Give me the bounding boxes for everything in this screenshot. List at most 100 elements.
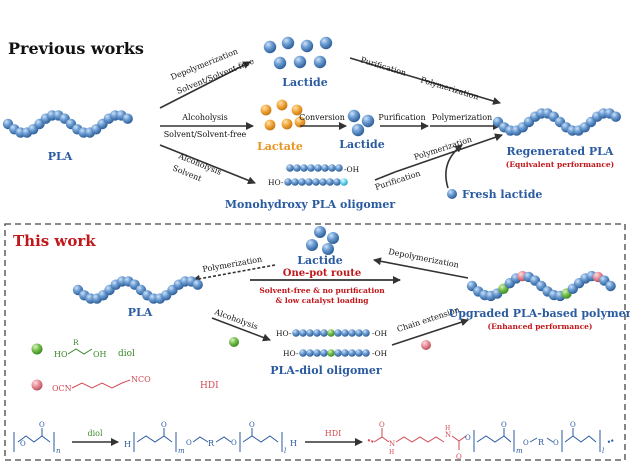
purification-polymerization-arrow-top [349,57,501,105]
condition-line-1: Solvent-free & no purification [259,286,385,295]
cluster-bead [276,99,288,111]
pla-diol-oligomer-label: PLA-diol oligomer [270,364,382,377]
cluster-bead [260,104,272,116]
hdi-skeleton [71,379,131,389]
oligomer-bead [299,349,307,357]
oligomer-bead [328,164,336,172]
cluster-bead [361,114,375,128]
pla-repeat-unit [17,435,51,443]
monohydroxy-oligomer-label: Monohydroxy PLA oligomer [225,198,396,211]
oligomer-unit-2 [242,435,279,443]
oligomer-bead [313,349,321,357]
alcoholysis-arrow-this-work [211,317,271,342]
oligomer-bead [334,349,342,357]
fresh-lactide-bead [447,189,457,199]
oligomer-h-end-2: H [290,439,297,448]
pla-chain-this-work [72,276,203,304]
cluster-bead [347,109,361,123]
diol-reaction-label: diol [87,429,102,438]
condition-line-2: & low catalyst loading [275,296,369,305]
oligomer-bead [284,178,292,186]
alcoholysis-arrow-low [159,144,256,185]
cluster-bead [294,116,306,128]
oligomer-unit-1 [136,435,173,443]
chain-bead [122,113,133,124]
regenerated-pla-chain [492,108,621,136]
oligomer-ho-label: HO- [268,178,284,187]
oligomer-bead [286,164,294,172]
product-r: R [538,438,545,447]
oligomer-bead [299,329,307,337]
cluster-bead [319,36,333,50]
oligomer-r-link-2 [215,436,232,443]
product-o-left: O [523,439,529,447]
oligomer-bead [292,329,300,337]
diol-oligomer-oh-2: -OH [372,349,388,358]
hdi-structure-ocn: OCN [52,384,72,393]
cluster-bead [281,118,293,130]
lactate-label: Lactate [257,140,303,153]
depolymerization-arrow [159,61,251,109]
solvent-solvent-free-label-mid: Solvent/Solvent-free [164,130,247,139]
hdi-bead-on-arrow [421,340,431,350]
pla-carbonyl-o: O [39,421,45,429]
diol-oligomer-ho-1: HO- [276,329,292,338]
lactide-cluster-mid [347,109,375,137]
chain-bead [610,111,621,122]
lactide-cluster-top [263,36,333,70]
oligomer-bead [335,164,343,172]
depolymerization-arrow-this-work [373,257,469,279]
oligomer-bead [306,329,314,337]
lactide-cluster-this-work [306,226,339,255]
product-r-link-2 [546,437,554,443]
oligomer-bead [340,178,348,186]
oligomer-oh-label: -OH [344,165,360,174]
product-carbonyl-o-1: O [501,421,507,429]
oligomer-o-left: O [186,439,192,447]
conversion-label: Conversion [299,113,345,122]
monohydroxy-chain-top [286,164,343,172]
diol-legend-label: diol [118,349,135,359]
lactide-label-top: Lactide [282,76,328,89]
oligomer-carbonyl-o-1: O [161,421,167,429]
cluster-bead [264,119,276,131]
equivalent-performance-label: (Equivalent performance) [506,160,614,169]
oligomer-h-end: H [124,440,131,449]
this-work-heading: This work [13,232,96,250]
polymerization-label-this-work: Polymerization [202,255,263,274]
cluster-bead [281,36,295,50]
product-h-left: H [389,449,394,456]
product-subscript-l: l [602,447,604,455]
cluster-bead [313,55,327,69]
pla-subscript-n: n [56,447,61,455]
oligomer-bead [355,349,363,357]
cluster-bead [300,39,314,53]
pla-chain-previous [2,110,133,138]
fresh-lactide-arrow [445,144,463,189]
lactate-cluster [260,99,306,131]
alcoholysis-label-mid: Alcoholysis [181,113,227,122]
oligomer-subscript-l: l [284,447,286,455]
polymerization-dashed-arrow [192,264,276,283]
pla-label-this-work: PLA [128,306,153,319]
lactide-label-this-work: Lactide [297,254,343,267]
oligomer-bead [306,349,314,357]
oligomer-bead [312,178,320,186]
chain-extension-arrow [391,318,469,346]
product-hexamethylene [395,436,445,443]
regenerated-pla-label: Regenerated PLA [507,145,614,158]
purification-arrow-low-a [374,171,396,181]
reaction-scheme: O O n diol H O m O R O O l H HDI O N H [13,421,615,461]
cluster-bead [291,104,303,116]
oligomer-bead [307,164,315,172]
hdi-structure-nco: NCO [131,375,151,384]
oligomer-bead [362,349,370,357]
diol-structure-oh: OH [93,350,107,359]
oligomer-bead [348,349,356,357]
oligomer-bead [327,329,335,337]
product-subscript-m: m [516,447,523,455]
product-n-right: N [445,431,451,439]
product-o-right: O [553,439,559,447]
one-pot-route-label: One-pot route [283,268,361,279]
